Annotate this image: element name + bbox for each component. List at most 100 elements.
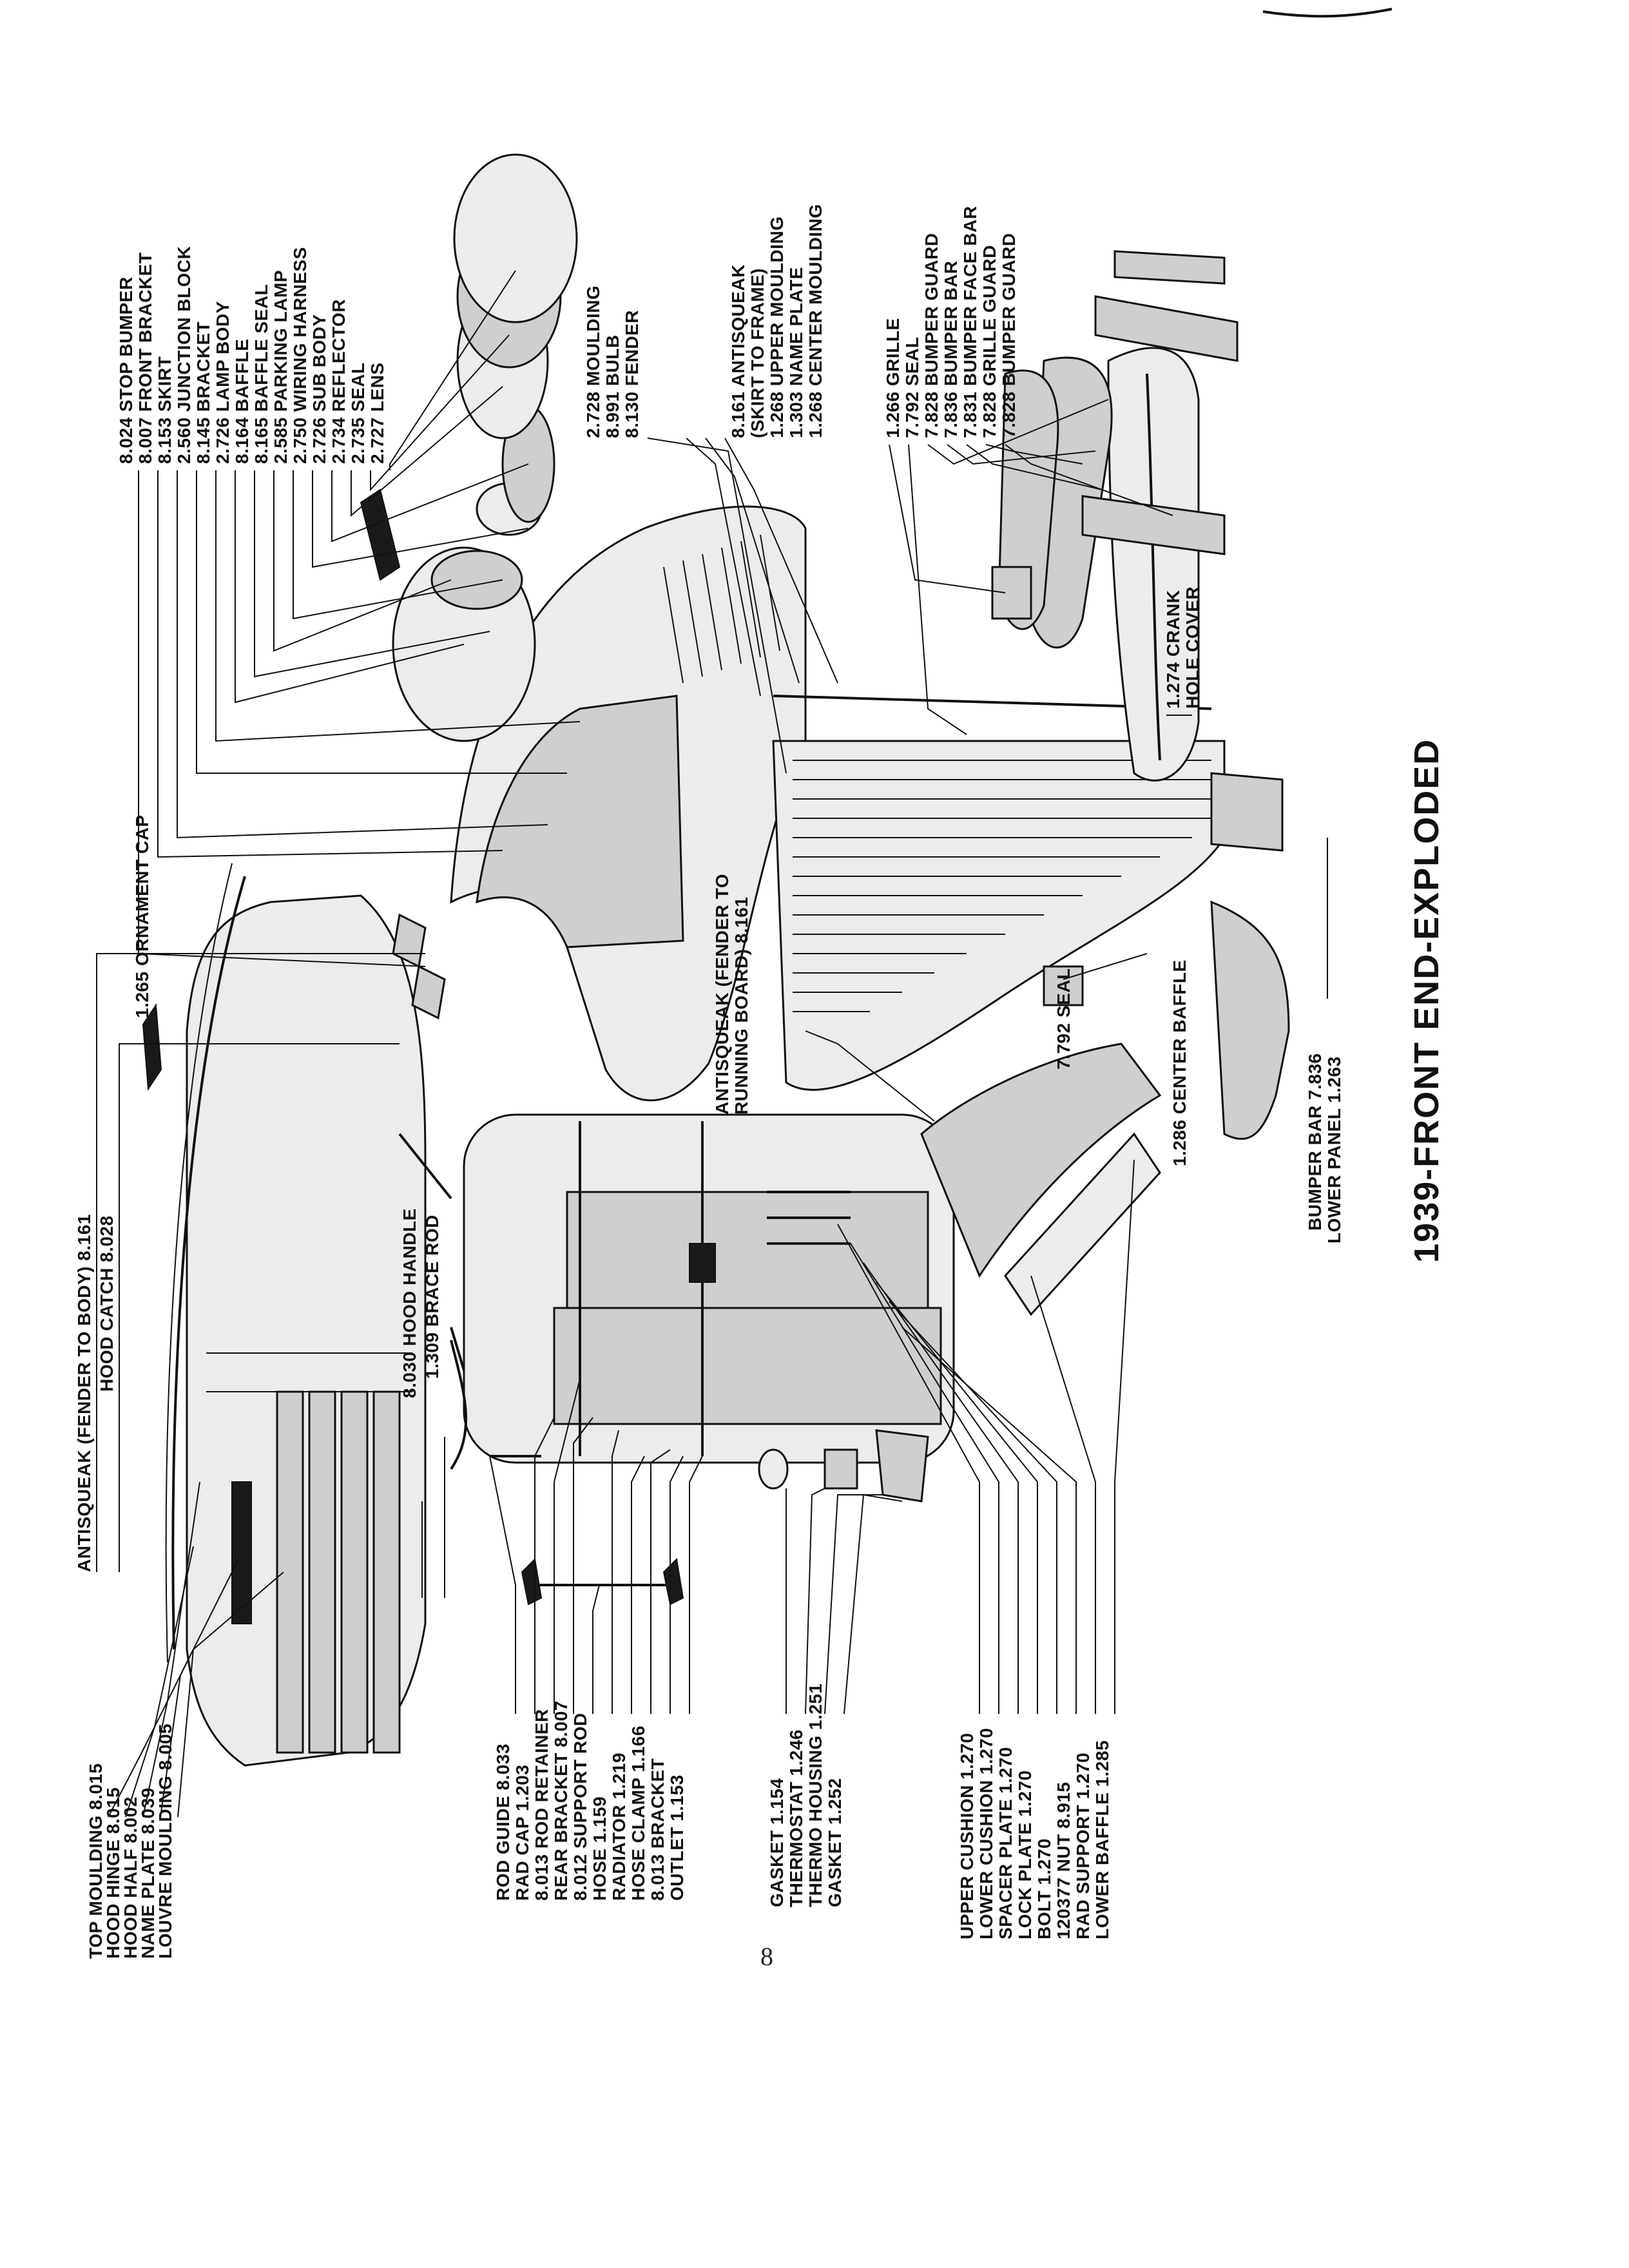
label-nut: 120377 NUT 8.915 [1054, 1782, 1074, 1939]
label-bumper-guard-1: 7.828 BUMPER GUARD [921, 233, 941, 438]
label-lower-baffle: LOWER BAFFLE 1.285 [1092, 1740, 1112, 1939]
label-hole-cover: HOLE COVER [1182, 586, 1202, 709]
label-grille-seal: 7.792 SEAL [902, 336, 922, 438]
label-gasket-1252: GASKET 1.252 [825, 1778, 845, 1907]
label-grille-guard: 7.828 GRILLE GUARD [979, 245, 999, 438]
label-thermostat: THERMOSTAT 1.246 [786, 1729, 806, 1907]
fender-grille-slots [663, 534, 780, 684]
label-antisqueak-running-1: ANTISQUEAK (FENDER TO [712, 874, 732, 1115]
label-antisqueak-running-2: RUNNING BOARD) 8.161 [731, 897, 751, 1115]
label-bracket-8013: 8.013 BRACKET [648, 1758, 668, 1901]
label-stop-bumper: 8.024 STOP BUMPER [116, 276, 136, 464]
label-brace-rod: 1.309 BRACE ROD [422, 1215, 442, 1379]
label-thermo-housing: THERMO HOUSING 1.251 [805, 1683, 825, 1907]
label-bulb: 8.991 BULB [602, 334, 622, 438]
thermostat-parts [758, 1429, 929, 1503]
parking-lamp-assembly [360, 153, 578, 742]
hood-louvres [276, 1390, 401, 1754]
label-radiator: RADIATOR 1.219 [609, 1753, 629, 1901]
label-hood-half: HOOD HALF 8.002 [120, 1796, 140, 1959]
label-upper-moulding: 1.268 UPPER MOULDING [767, 216, 787, 438]
label-baffle-seal: 8.165 BAFFLE SEAL [251, 284, 271, 464]
label-name-plate-hood: NAME PLATE 8.039 [138, 1787, 158, 1959]
fender [450, 505, 807, 1102]
page-number: 8 [760, 1942, 773, 1971]
labels-thermo-group: GASKET 1.154 THERMOSTAT 1.246 THERMO HOU… [767, 1683, 845, 1907]
label-rod-guide: ROD GUIDE 8.033 [493, 1744, 513, 1901]
label-rear-bracket: REAR BRACKET 8.007 [551, 1700, 571, 1901]
bumper-assembly [991, 250, 1290, 1140]
radiator [463, 1113, 955, 1464]
hood-half [186, 894, 427, 1767]
label-upper-cushion: UPPER CUSHION 1.270 [957, 1733, 977, 1939]
label-outlet: OUTLET 1.153 [667, 1774, 687, 1901]
lower-panel [1210, 772, 1284, 852]
label-bumper-bar-lower: BUMPER BAR 7.836 [1305, 1053, 1325, 1231]
label-front-bracket: 8.007 FRONT BRACKET [135, 253, 155, 464]
label-skirt: 8.153 SKIRT [155, 356, 175, 464]
label-bumper-face-bar: 7.831 BUMPER FACE BAR [960, 206, 980, 438]
labels-top-group: 8.024 STOP BUMPER 8.007 FRONT BRACKET 8.… [116, 246, 387, 464]
bumper-bar-lower [1210, 900, 1290, 1140]
label-bracket: 8.145 BRACKET [193, 322, 213, 464]
label-lock-plate: LOCK PLATE 1.270 [1015, 1770, 1035, 1939]
labels-antisqueak-group: 8.161 ANTISQUEAK (SKIRT TO FRAME) 1.268 … [728, 204, 825, 438]
label-bolt: BOLT 1.270 [1034, 1838, 1054, 1939]
label-ornament-cap: 1.265 ORNAMENT CAP [132, 814, 152, 1018]
label-bumper-guard-2: 7.828 BUMPER GUARD [999, 233, 1019, 438]
page-title: 1939-FRONT END-EXPLODED [1407, 738, 1446, 1263]
label-skirt-to-frame: (SKIRT TO FRAME) [747, 268, 767, 438]
label-hood-hinge: HOOD HINGE 8.015 [103, 1787, 123, 1959]
label-lower-cushion: LOWER CUSHION 1.270 [976, 1728, 996, 1939]
label-center-baffle: 1.286 CENTER BAFFLE [1170, 959, 1190, 1166]
labels-grille-group: 1.266 GRILLE 7.792 SEAL 7.828 BUMPER GUA… [883, 206, 1019, 438]
label-grille: 1.266 GRILLE [883, 318, 903, 438]
label-hose: HOSE 1.159 [590, 1796, 610, 1901]
leader-lines [96, 270, 1328, 1818]
label-rad-cap: RAD CAP 1.203 [512, 1765, 532, 1901]
label-sub-body: 2.726 SUB BODY [309, 314, 329, 464]
label-top-moulding: TOP MOULDING 8.015 [86, 1763, 106, 1959]
label-junction-block: 2.560 JUNCTION BLOCK [174, 246, 194, 464]
ornament-cap [142, 1003, 162, 1091]
hood-name-plate [231, 1481, 252, 1624]
label-baffle: 8.164 BAFFLE [232, 339, 252, 464]
labels-support-group: UPPER CUSHION 1.270 LOWER CUSHION 1.270 … [957, 1728, 1112, 1939]
label-gasket-1154: GASKET 1.154 [767, 1778, 787, 1907]
label-antisqueak-skirt: 8.161 ANTISQUEAK [728, 264, 748, 438]
labels-hood-group: TOP MOULDING 8.015 HOOD HINGE 8.015 HOOD… [86, 1724, 175, 1959]
label-seal-lower: 7.792 SEAL [1054, 968, 1074, 1070]
label-hood-handle: 8.030 HOOD HANDLE [400, 1208, 419, 1398]
label-crank: 1.274 CRANK [1163, 590, 1183, 709]
label-spacer-plate: SPACER PLATE 1.270 [996, 1747, 1016, 1939]
label-lens: 2.727 LENS [367, 362, 387, 464]
label-wiring-harness: 2.750 WIRING HARNESS [290, 247, 310, 464]
grille [772, 695, 1226, 1091]
label-bumper-bar: 7.836 BUMPER BAR [941, 260, 961, 438]
label-antisqueak-body: ANTISQUEAK (FENDER TO BODY) 8.161 [74, 1214, 94, 1572]
label-lamp-body: 2.726 LAMP BODY [213, 301, 233, 464]
label-center-moulding: 1.268 CENTER MOULDING [805, 204, 825, 438]
rad-support [920, 1043, 1162, 1316]
labels-crank: 1.274 CRANK HOLE COVER [1163, 586, 1202, 709]
label-lower-panel: LOWER PANEL 1.263 [1324, 1056, 1344, 1244]
label-parking-lamp: 2.585 PARKING LAMP [271, 270, 291, 464]
label-name-plate: 1.303 NAME PLATE [786, 267, 806, 438]
label-seal: 2.735 SEAL [348, 362, 368, 464]
label-hose-clamp: HOSE CLAMP 1.166 [628, 1725, 648, 1901]
labels-antisqueak-running: ANTISQUEAK (FENDER TO RUNNING BOARD) 8.1… [712, 874, 751, 1115]
label-reflector: 2.734 REFLECTOR [329, 299, 349, 464]
seal-block [991, 566, 1032, 620]
label-moulding: 2.728 MOULDING [583, 285, 603, 438]
label-louvre-moulding: LOUVRE MOULDING 8.005 [155, 1724, 175, 1959]
label-rad-support: RAD SUPPORT 1.270 [1073, 1753, 1093, 1939]
top-moulding [171, 876, 246, 1650]
labels-lamp-group: 2.728 MOULDING 8.991 BULB 8.130 FENDER [583, 285, 642, 438]
label-rod-retainer: 8.013 ROD RETAINER [532, 1709, 552, 1901]
pen-mark [1262, 8, 1393, 18]
labels-radiator-group: ROD GUIDE 8.033 RAD CAP 1.203 8.013 ROD … [493, 1700, 687, 1901]
label-support-rod: 8.012 SUPPORT ROD [570, 1713, 590, 1901]
label-fender: 8.130 FENDER [622, 310, 642, 438]
